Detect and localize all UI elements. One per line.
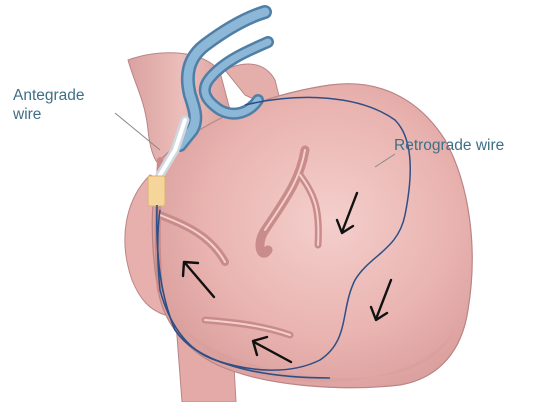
balloon [148, 176, 165, 206]
antegrade-wire-label: Antegrade wire [13, 86, 85, 124]
upper-vessel [225, 64, 280, 102]
antegrade-label-line1: Antegrade [13, 86, 85, 105]
retrograde-wire-label: Retrograde wire [394, 136, 504, 155]
antegrade-label-line2: wire [13, 105, 85, 124]
